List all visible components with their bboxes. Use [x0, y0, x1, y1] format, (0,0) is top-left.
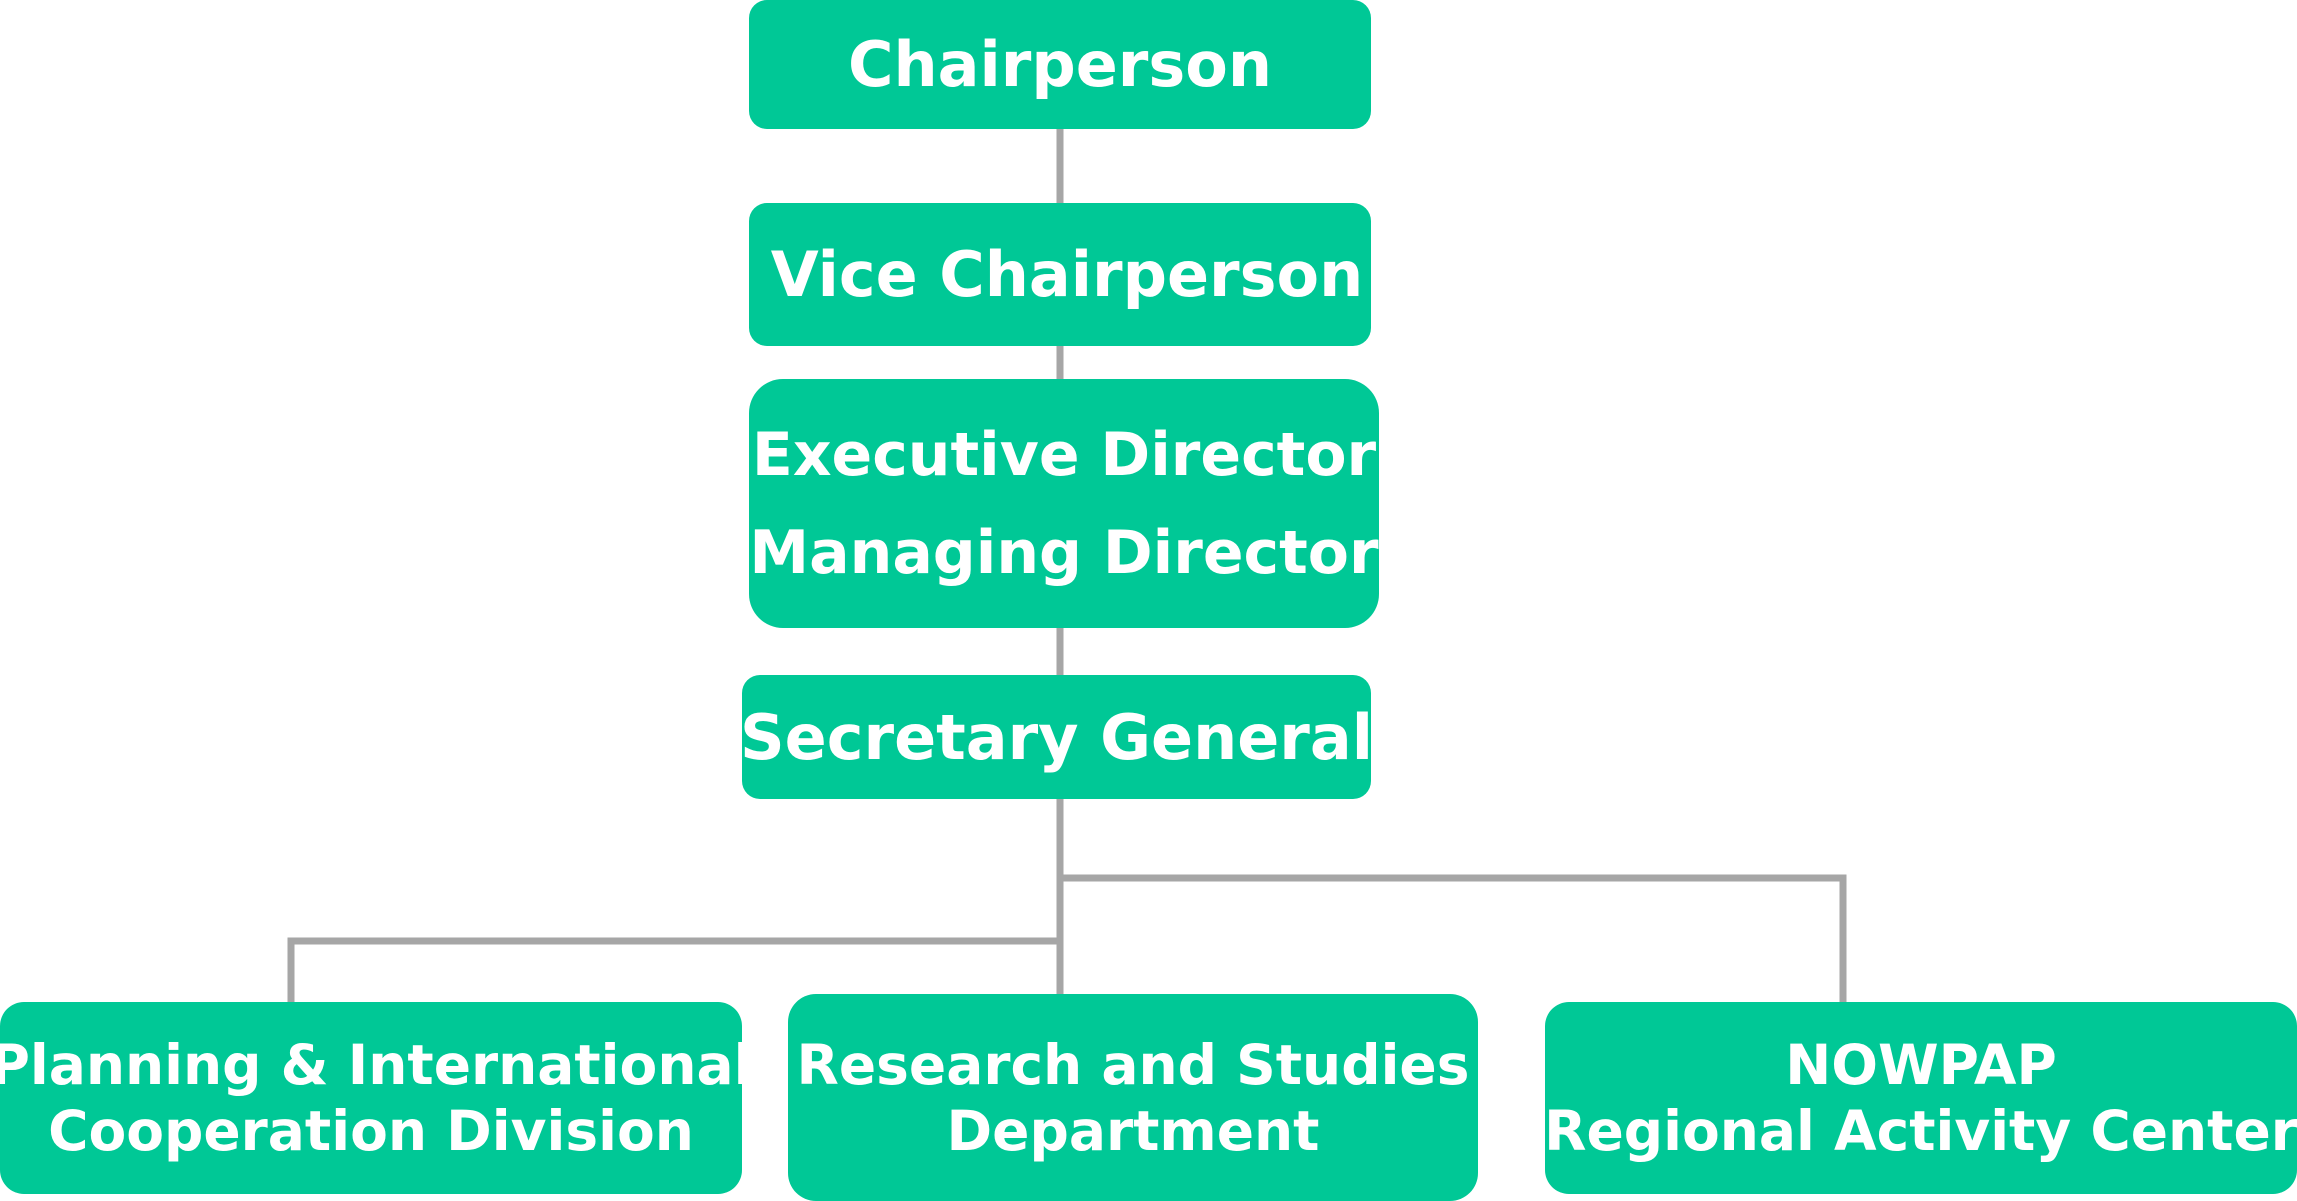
research-department-label-line1: Research and Studies [796, 1032, 1470, 1097]
secretary-general-label: Secretary General [740, 700, 1373, 774]
executive-director-label: Executive Director [751, 419, 1377, 490]
planning-division-label-line2: Cooperation Division [48, 1099, 694, 1163]
secretary-general-box: Secretary General [740, 675, 1373, 799]
research-department-label-line2: Department [946, 1098, 1320, 1163]
managing-director-label: Managing Director [749, 517, 1379, 588]
nowpap-center-label-line2: Regional Activity Center [1544, 1099, 2297, 1163]
executive-director-box: Executive Director Managing Director [749, 379, 1379, 628]
vice-chairperson-label: Vice Chairperson [770, 238, 1364, 311]
nowpap-center-label-line1: NOWPAP [1785, 1033, 2057, 1097]
chairperson-box: Chairperson [749, 0, 1371, 129]
research-department-box: Research and Studies Department [788, 994, 1478, 1201]
planning-division-box: Planning & International Cooperation Div… [0, 1002, 752, 1194]
chairperson-label: Chairperson [848, 28, 1272, 101]
nowpap-center-box: NOWPAP Regional Activity Center [1544, 1002, 2297, 1194]
vice-chairperson-box: Vice Chairperson [749, 203, 1371, 346]
planning-division-label-line1: Planning & International [0, 1033, 753, 1097]
